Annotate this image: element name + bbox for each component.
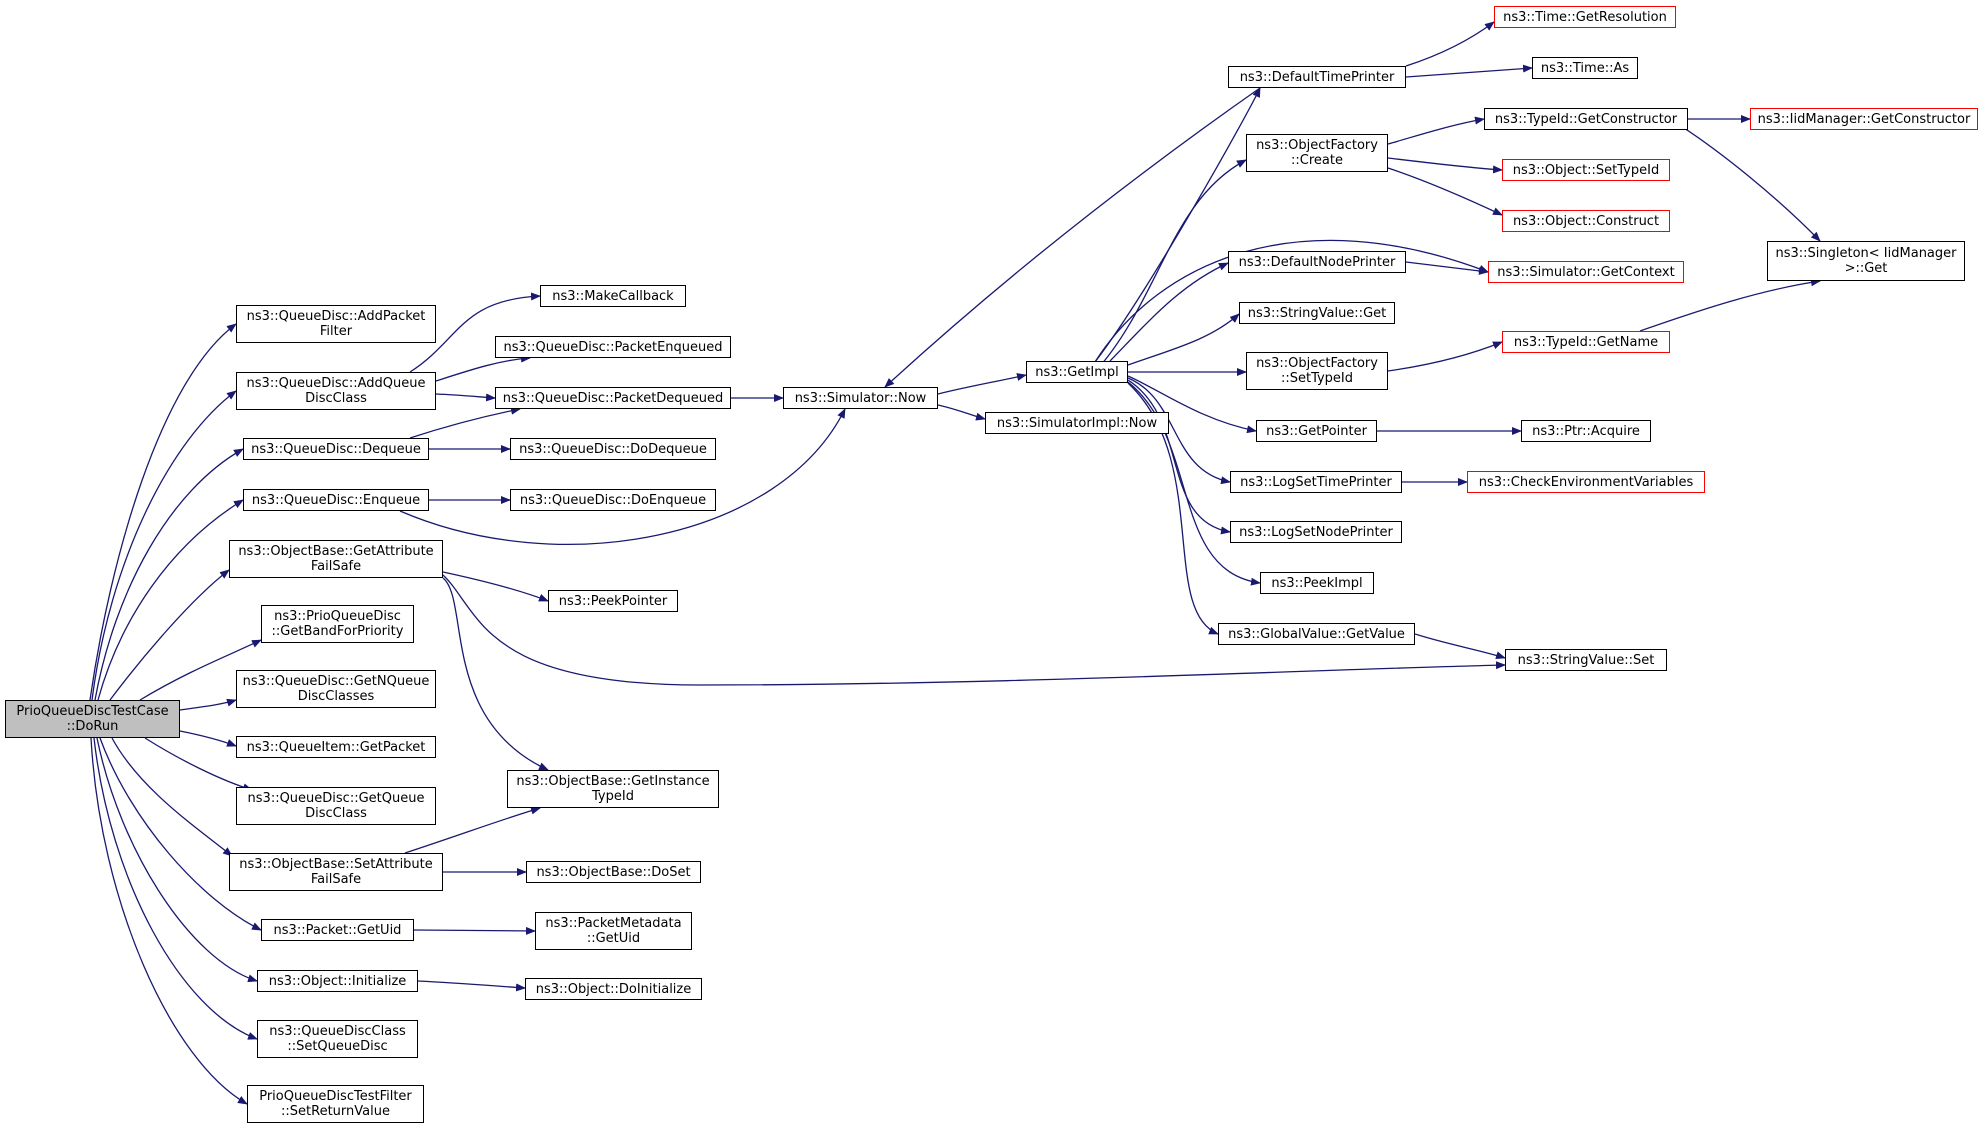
- call-edge-to-time-as: [1405, 64, 1533, 78]
- node-make-callback[interactable]: ns3::MakeCallback: [540, 285, 686, 307]
- call-edge-to-default-node-printer: [1109, 262, 1229, 362]
- call-edge-to-default-time-printer: [1094, 87, 1261, 363]
- call-edge-to-simulator-now: [399, 408, 846, 545]
- call-edge-to-type-id-get-name: [1387, 341, 1503, 372]
- call-edge-to-singleton-get: [1639, 278, 1821, 332]
- node-do-initialize[interactable]: ns3::Object::DoInitialize: [525, 978, 702, 1000]
- call-edge-to-peek-pointer: [442, 571, 549, 602]
- call-edge-to-time-get-resolution: [1405, 21, 1495, 67]
- call-edge-to-get-impl: [937, 373, 1027, 395]
- node-time-get-resolution[interactable]: ns3::Time::GetResolution: [1494, 6, 1676, 28]
- node-string-value-get[interactable]: ns3::StringValue::Get: [1239, 302, 1395, 324]
- node-get-queue-disc-class[interactable]: ns3::QueueDisc::GetQueue DiscClass: [236, 787, 436, 825]
- node-get-n-queue-disc-classes[interactable]: ns3::QueueDisc::GetNQueue DiscClasses: [236, 670, 436, 708]
- node-type-id-get-constructor[interactable]: ns3::TypeId::GetConstructor: [1484, 108, 1688, 130]
- node-get-pointer[interactable]: ns3::GetPointer: [1256, 420, 1377, 442]
- call-edge-to-get-queue-disc-class: [144, 737, 253, 792]
- call-edge-to-packet-dequeued: [435, 393, 496, 402]
- call-edge-to-simulator-get-context: [1405, 261, 1489, 275]
- call-edge-to-string-value-get: [1127, 313, 1240, 366]
- node-singleton-get[interactable]: ns3::Singleton< IidManager >::Get: [1767, 241, 1965, 281]
- node-global-value-get-value[interactable]: ns3::GlobalValue::GetValue: [1218, 623, 1415, 645]
- node-get-instance-type-id[interactable]: ns3::ObjectBase::GetInstance TypeId: [507, 770, 719, 808]
- node-simulator-now[interactable]: ns3::Simulator::Now: [783, 387, 938, 409]
- node-packet-get-uid[interactable]: ns3::Packet::GetUid: [261, 919, 414, 941]
- node-do-enqueue[interactable]: ns3::QueueDisc::DoEnqueue: [510, 489, 716, 511]
- node-peek-pointer[interactable]: ns3::PeekPointer: [548, 590, 678, 612]
- call-edge-to-log-set-node-printer: [1127, 379, 1231, 535]
- node-do-set[interactable]: ns3::ObjectBase::DoSet: [526, 861, 701, 883]
- call-edge-to-object-construct: [1387, 167, 1503, 216]
- node-get-attr-fail-safe[interactable]: ns3::ObjectBase::GetAttribute FailSafe: [229, 540, 443, 578]
- call-edge-to-add-packet-filter: [89, 323, 237, 701]
- node-peek-impl[interactable]: ns3::PeekImpl: [1260, 572, 1374, 594]
- call-edge-to-log-set-time-printer: [1127, 377, 1231, 485]
- call-edge-to-get-n-queue-disc-classes: [179, 698, 237, 711]
- node-object-factory-set-type-id[interactable]: ns3::ObjectFactory ::SetTypeId: [1246, 352, 1388, 390]
- call-edge-to-string-value-set: [442, 574, 1506, 686]
- node-set-return-value[interactable]: PrioQueueDiscTestFilter ::SetReturnValue: [247, 1085, 424, 1123]
- call-edge-to-set-attr-fail-safe: [111, 737, 233, 857]
- node-check-env-vars[interactable]: ns3::CheckEnvironmentVariables: [1467, 471, 1705, 493]
- node-set-attr-fail-safe[interactable]: ns3::ObjectBase::SetAttribute FailSafe: [229, 853, 443, 891]
- node-iid-manager-get-constructor[interactable]: ns3::IidManager::GetConstructor: [1750, 108, 1978, 130]
- call-edge-to-packet-get-uid: [99, 737, 262, 931]
- call-edge-to-string-value-set: [1414, 633, 1506, 660]
- node-default-time-printer[interactable]: ns3::DefaultTimePrinter: [1228, 66, 1406, 88]
- call-edge-to-enqueue: [97, 499, 244, 701]
- node-object-construct[interactable]: ns3::Object::Construct: [1502, 210, 1670, 232]
- node-set-queue-disc[interactable]: ns3::QueueDiscClass ::SetQueueDisc: [257, 1020, 418, 1058]
- node-get-band-for-priority[interactable]: ns3::PrioQueueDisc ::GetBandForPriority: [261, 605, 414, 643]
- call-edge-to-make-callback: [409, 292, 541, 373]
- call-edge-to-get-pointer: [1127, 375, 1257, 434]
- node-ptr-acquire[interactable]: ns3::Ptr::Acquire: [1521, 420, 1651, 442]
- node-simulator-get-context[interactable]: ns3::Simulator::GetContext: [1488, 261, 1684, 283]
- call-edge-to-add-queue-disc-class: [91, 390, 237, 701]
- call-edge-to-get-band-for-priority: [139, 639, 262, 701]
- call-edge-to-simulator-now: [884, 87, 1261, 388]
- call-edge-to-object-initialize: [96, 737, 258, 983]
- call-edge-to-object-set-type-id: [1387, 157, 1503, 174]
- node-dequeue[interactable]: ns3::QueueDisc::Dequeue: [243, 438, 429, 460]
- call-edge-to-singleton-get: [1669, 118, 1821, 242]
- node-packet-metadata-get-uid[interactable]: ns3::PacketMetadata ::GetUid: [535, 912, 692, 950]
- node-log-set-time-printer[interactable]: ns3::LogSetTimePrinter: [1230, 471, 1402, 493]
- call-edge-to-peek-impl: [1127, 381, 1261, 586]
- call-edge-to-get-instance-type-id: [404, 806, 541, 854]
- call-edge-to-simulator-impl-now: [937, 404, 986, 421]
- node-default-node-printer[interactable]: ns3::DefaultNodePrinter: [1228, 251, 1406, 273]
- call-edge-to-dequeue: [94, 448, 244, 701]
- node-object-set-type-id[interactable]: ns3::Object::SetTypeId: [1502, 159, 1670, 181]
- call-edge-to-set-return-value: [90, 737, 248, 1105]
- node-type-id-get-name[interactable]: ns3::TypeId::GetName: [1502, 331, 1670, 353]
- node-add-queue-disc-class[interactable]: ns3::QueueDisc::AddQueue DiscClass: [236, 372, 436, 410]
- node-packet-dequeued[interactable]: ns3::QueueDisc::PacketDequeued: [495, 387, 731, 409]
- call-edge-to-get-attr-fail-safe: [109, 569, 230, 701]
- node-packet-enqueued[interactable]: ns3::QueueDisc::PacketEnqueued: [495, 336, 731, 358]
- node-string-value-set[interactable]: ns3::StringValue::Set: [1505, 649, 1667, 671]
- node-time-as[interactable]: ns3::Time::As: [1532, 57, 1638, 79]
- call-edge-to-get-instance-type-id: [442, 577, 549, 771]
- node-get-impl[interactable]: ns3::GetImpl: [1026, 361, 1128, 383]
- call-edge-to-do-initialize: [417, 980, 526, 992]
- node-do-dequeue[interactable]: ns3::QueueDisc::DoDequeue: [510, 438, 716, 460]
- call-edge-to-type-id-get-constructor: [1387, 116, 1485, 145]
- node-log-set-node-printer[interactable]: ns3::LogSetNodePrinter: [1230, 521, 1402, 543]
- call-edge-to-packet-metadata-get-uid: [413, 926, 536, 935]
- call-edge-to-set-queue-disc: [93, 737, 258, 1040]
- call-edge-to-get-packet: [179, 730, 237, 747]
- call-edge-to-packet-dequeued: [409, 406, 521, 439]
- node-object-factory-create[interactable]: ns3::ObjectFactory ::Create: [1246, 134, 1388, 172]
- call-edge-to-packet-enqueued: [435, 354, 531, 382]
- node-get-packet[interactable]: ns3::QueueItem::GetPacket: [236, 736, 436, 758]
- node-object-initialize[interactable]: ns3::Object::Initialize: [257, 970, 418, 992]
- node-enqueue[interactable]: ns3::QueueDisc::Enqueue: [243, 489, 429, 511]
- node-simulator-impl-now[interactable]: ns3::SimulatorImpl::Now: [985, 412, 1169, 434]
- node-root: PrioQueueDiscTestCase ::DoRun: [5, 700, 180, 738]
- node-add-packet-filter[interactable]: ns3::QueueDisc::AddPacket Filter: [236, 305, 436, 343]
